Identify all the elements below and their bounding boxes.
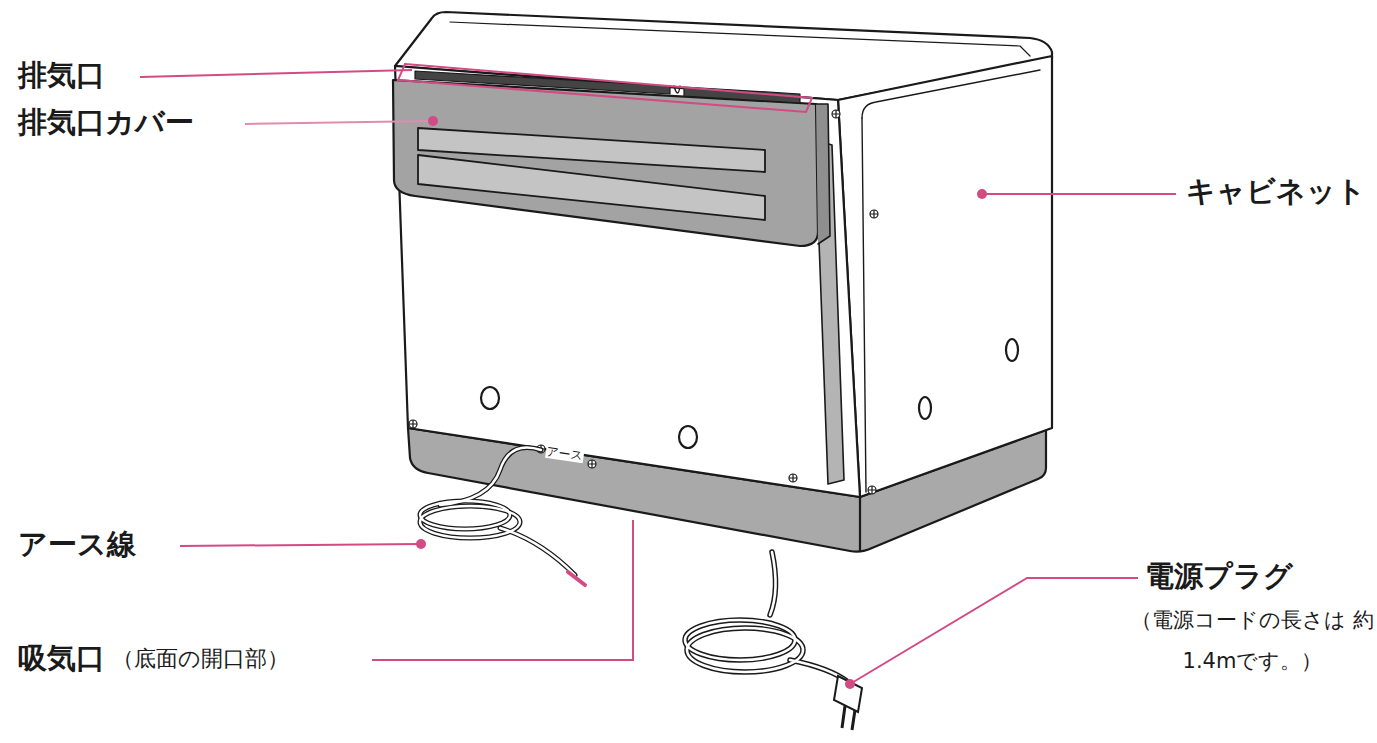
exhaust-cover: [393, 80, 818, 246]
screw: [789, 474, 797, 482]
screw: [409, 420, 417, 428]
cover-slat: [418, 155, 765, 220]
hole: [481, 387, 499, 409]
part-label: キャビネット: [1186, 174, 1366, 209]
earth-wire: [420, 448, 575, 576]
base-edge: [859, 497, 861, 551]
screw: [870, 210, 878, 218]
leader-dots: [416, 116, 987, 689]
hole: [1006, 339, 1018, 361]
part-label: 電源プラグ: [1145, 559, 1293, 594]
side-rim: [862, 118, 866, 492]
part-label: 吸気口: [18, 641, 105, 676]
screw: [588, 460, 596, 468]
part-label: 排気口カバー: [18, 105, 194, 140]
cover-edge: [816, 104, 830, 244]
part-note: （電源コードの長さは 約1.4mです。）: [1125, 600, 1377, 682]
screw: [868, 486, 876, 494]
cabinet-side: [838, 56, 1052, 497]
top-rim: [450, 22, 1030, 56]
wire-tip: [568, 572, 585, 585]
side-rim: [862, 70, 1040, 118]
hole: [679, 426, 697, 448]
screw: [832, 110, 840, 118]
leader-lines: [140, 64, 1176, 684]
part-label: アース線: [18, 527, 136, 562]
part-label: 排気口: [18, 58, 105, 93]
engraved-label: アース: [545, 444, 585, 464]
plug: [834, 676, 862, 730]
hole: [919, 397, 931, 419]
power-cord: [685, 552, 848, 682]
part-note: （底面の開口部）: [112, 646, 289, 672]
